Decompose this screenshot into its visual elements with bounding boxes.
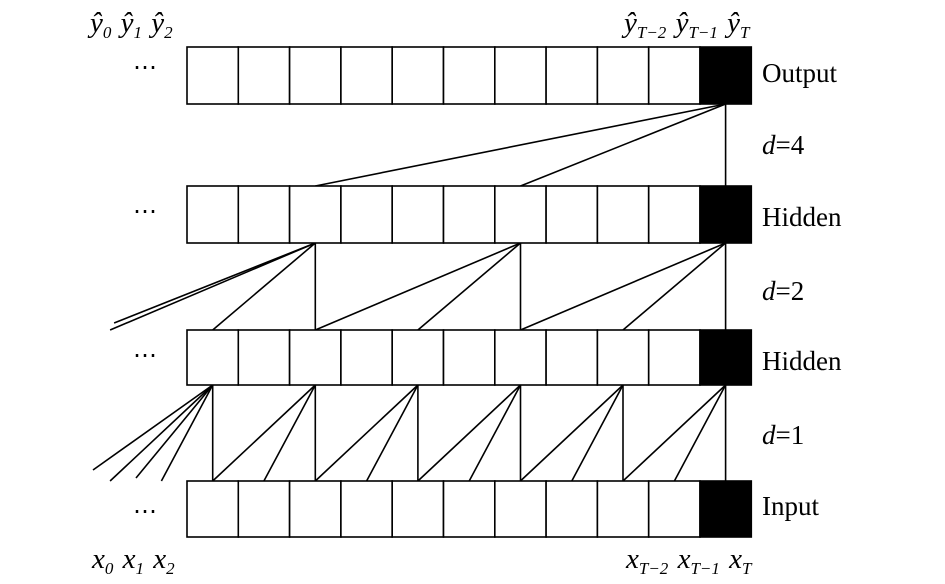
edge-d1-partial bbox=[135, 384, 214, 479]
edge-d2 bbox=[417, 242, 522, 331]
edge-d1 bbox=[314, 384, 419, 482]
input-cell bbox=[647, 480, 701, 538]
hidden-1-cell bbox=[545, 185, 599, 244]
output-cell bbox=[391, 46, 445, 105]
edge-d2-partial bbox=[113, 242, 316, 324]
output-cell bbox=[596, 46, 650, 105]
hidden-1-cell bbox=[186, 185, 240, 244]
hidden-1-cell bbox=[647, 185, 701, 244]
output-cell bbox=[647, 46, 701, 105]
input-cell bbox=[442, 480, 496, 538]
hidden-2-cell bbox=[237, 329, 291, 386]
hidden-1-cell-current bbox=[699, 185, 753, 244]
layer-label-output: Output bbox=[762, 58, 838, 88]
input-cell bbox=[545, 480, 599, 538]
input-cell bbox=[288, 480, 342, 538]
ellipsis-hidden-2: ⋯ bbox=[133, 343, 157, 369]
edge-d4 bbox=[315, 103, 726, 187]
output-symbols-right: ŷT−2 ŷT−1 ŷT bbox=[621, 7, 751, 45]
edge-d1-partial bbox=[92, 384, 214, 471]
hidden-2-cell bbox=[442, 329, 496, 386]
edge-d4 bbox=[520, 103, 726, 187]
input-cell-current bbox=[699, 480, 753, 538]
layer-label-hidden-1: Hidden bbox=[762, 202, 842, 232]
hidden-2-cell bbox=[596, 329, 650, 386]
output-cell bbox=[442, 46, 496, 105]
output-cell bbox=[237, 46, 291, 105]
output-cell bbox=[493, 46, 547, 105]
hidden-1-cell bbox=[391, 185, 445, 244]
hidden-2-cell bbox=[545, 329, 599, 386]
layer-cells bbox=[186, 46, 753, 538]
edge-d1 bbox=[109, 384, 214, 482]
hidden-2-cell bbox=[186, 329, 240, 386]
input-cell bbox=[493, 480, 547, 538]
hidden-1-cell bbox=[596, 185, 650, 244]
hidden-1-cell bbox=[340, 185, 393, 244]
layer-label-hidden-2: Hidden bbox=[762, 346, 842, 376]
ellipsis-input: ⋯ bbox=[133, 499, 157, 525]
input-symbols-left: x0 x1 x2 bbox=[91, 543, 175, 581]
input-cell bbox=[596, 480, 650, 538]
edge-d1 bbox=[160, 384, 214, 482]
edge-d1 bbox=[365, 384, 419, 482]
edge-d2 bbox=[622, 242, 727, 331]
output-cell-current bbox=[699, 46, 753, 105]
layer-label-input: Input bbox=[762, 491, 819, 521]
hidden-2-cell bbox=[647, 329, 701, 386]
input-cell bbox=[340, 480, 393, 538]
edge-d1 bbox=[212, 384, 316, 482]
edge-d2 bbox=[314, 242, 521, 331]
output-cell bbox=[545, 46, 599, 105]
input-cell bbox=[237, 480, 291, 538]
hidden-2-cell bbox=[493, 329, 547, 386]
edge-d2 bbox=[109, 242, 316, 331]
edge-d1 bbox=[468, 384, 522, 482]
output-cell bbox=[186, 46, 240, 105]
dilation-label-2: d=2 bbox=[762, 276, 804, 306]
output-cell bbox=[288, 46, 342, 105]
ellipsis-output: ⋯ bbox=[133, 55, 157, 81]
input-cell bbox=[391, 480, 445, 538]
output-symbols-left: ŷ0 ŷ1 ŷ2 bbox=[87, 7, 173, 45]
edge-d1 bbox=[622, 384, 727, 482]
hidden-1-cell bbox=[237, 185, 291, 244]
input-cell bbox=[186, 480, 240, 538]
hidden-1-cell bbox=[442, 185, 496, 244]
dilation-label-4: d=4 bbox=[762, 130, 805, 160]
dilation-label-1: d=1 bbox=[762, 420, 804, 450]
output-cell bbox=[340, 46, 393, 105]
edge-d1 bbox=[263, 384, 317, 482]
hidden-2-cell bbox=[288, 329, 342, 386]
input-symbols-right: xT−2 xT−1 xT bbox=[625, 543, 753, 581]
hidden-1-cell bbox=[288, 185, 342, 244]
hidden-2-cell bbox=[391, 329, 445, 386]
edge-d2 bbox=[212, 242, 316, 331]
hidden-1-cell bbox=[493, 185, 547, 244]
edge-d2 bbox=[520, 242, 726, 331]
hidden-2-cell-current bbox=[699, 329, 753, 386]
ellipsis-hidden-1: ⋯ bbox=[133, 199, 157, 225]
edge-d1 bbox=[673, 384, 727, 482]
edge-d1 bbox=[417, 384, 522, 482]
connections bbox=[92, 103, 727, 482]
edge-d1 bbox=[519, 384, 624, 482]
hidden-2-cell bbox=[340, 329, 393, 386]
edge-d1 bbox=[571, 384, 624, 482]
